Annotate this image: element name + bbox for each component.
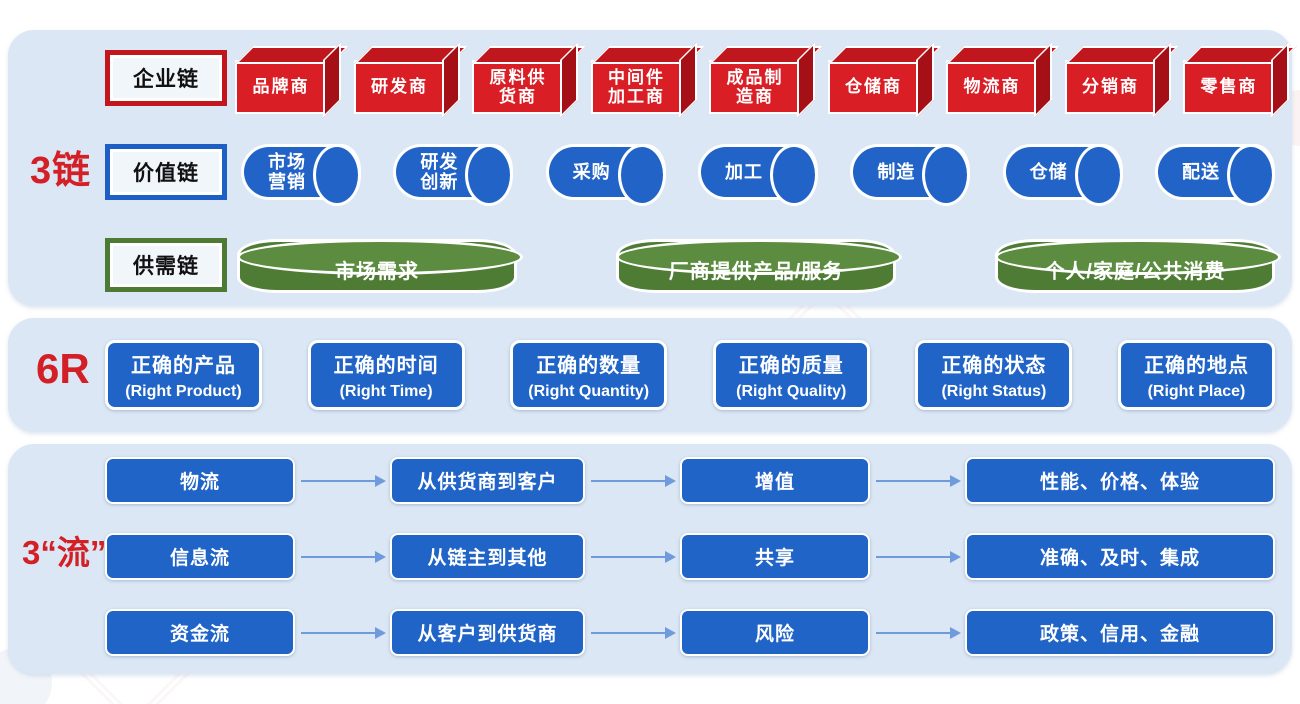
panel-three-flows: 3“流” 物流 从供货商到客户 增值 性能、价格、体验 信息流 从链主到其他 共…: [8, 444, 1292, 674]
six-r-card: 正确的状态 (Right Status): [915, 340, 1073, 410]
six-r-card: 正确的时间 (Right Time): [307, 340, 465, 410]
enterprise-box: 成品制造商: [709, 60, 801, 114]
flow-row-information: 信息流 从链主到其他 共享 准确、及时、集成: [105, 533, 1275, 580]
flow-arrow-icon: [585, 609, 680, 656]
section-label-3-chains: 3链: [30, 150, 92, 192]
value-cylinder: 制造: [850, 144, 971, 206]
flow-box: 性能、价格、体验: [965, 457, 1275, 504]
enterprise-box: 分销商: [1064, 60, 1157, 114]
enterprise-box: 物流商: [946, 60, 1038, 114]
flow-box: 政策、信用、金融: [965, 609, 1275, 656]
flow-arrow-icon: [295, 609, 390, 656]
flow-arrow-icon: [295, 533, 390, 580]
flow-arrow-icon: [870, 533, 965, 580]
enterprise-box: 零售商: [1183, 60, 1275, 114]
flow-arrow-icon: [585, 457, 680, 504]
flow-box: 信息流: [105, 533, 295, 580]
flow-box: 准确、及时、集成: [965, 533, 1275, 580]
enterprise-box: 中间件加工商: [590, 60, 683, 114]
six-r-card: 正确的数量 (Right Quantity): [510, 340, 668, 410]
flow-box: 风险: [680, 609, 870, 656]
value-cylinder: 研发创新: [393, 144, 514, 206]
value-cylinder: 配送: [1154, 144, 1275, 206]
value-cylinder: 市场营销: [241, 144, 361, 206]
flow-arrow-icon: [870, 457, 965, 504]
enterprise-box: 研发商: [353, 60, 446, 114]
enterprise-box: 原料供货商: [472, 60, 564, 114]
flow-box: 物流: [105, 457, 295, 504]
section-label-6r: 6R: [36, 345, 90, 392]
six-r-row: 正确的产品 (Right Product) 正确的时间 (Right Time)…: [105, 340, 1275, 410]
panel-six-r: 6R 正确的产品 (Right Product) 正确的时间 (Right Ti…: [8, 318, 1292, 432]
demand-disk: 厂商提供产品/服务: [616, 239, 902, 293]
flow-box: 从链主到其他: [390, 533, 585, 580]
flow-box: 从客户到供货商: [390, 609, 585, 656]
six-r-card: 正确的产品 (Right Product): [105, 340, 262, 410]
flow-box: 增值: [680, 457, 870, 504]
header-supply-demand-chain: 供需链: [105, 238, 227, 292]
flow-row-logistics: 物流 从供货商到客户 增值 性能、价格、体验: [105, 457, 1275, 504]
flow-arrow-icon: [295, 457, 390, 504]
header-value-chain: 价值链: [105, 144, 227, 200]
flow-arrow-icon: [585, 533, 680, 580]
flow-box: 从供货商到客户: [390, 457, 585, 504]
six-r-card: 正确的地点 (Right Place): [1117, 340, 1275, 410]
enterprise-box: 仓储商: [827, 60, 920, 114]
value-cylinder: 加工: [697, 144, 818, 206]
supply-demand-row: 市场需求 厂商提供产品/服务 个人/家庭/公共消费: [237, 239, 1281, 293]
enterprise-chain-row: 品牌商 研发商 原料供货商 中间件加工商 成品制造商 仓储商 物流商 分销商 零…: [235, 60, 1275, 114]
value-chain-row: 市场营销 研发创新 采购 加工 制造 仓储 配送: [241, 144, 1275, 206]
panel-three-chains: 3链 企业链 品牌商 研发商 原料供货商 中间件加工商 成品制造商 仓储商 物流…: [8, 30, 1292, 306]
flow-row-capital: 资金流 从客户到供货商 风险 政策、信用、金融: [105, 609, 1275, 656]
demand-disk: 个人/家庭/公共消费: [995, 239, 1281, 293]
demand-disk: 市场需求: [237, 239, 523, 293]
flow-arrow-icon: [870, 609, 965, 656]
header-enterprise-chain: 企业链: [105, 50, 227, 106]
flow-box: 资金流: [105, 609, 295, 656]
six-r-card: 正确的质量 (Right Quality): [712, 340, 870, 410]
value-cylinder: 仓储: [1002, 144, 1123, 206]
section-label-3-flows: 3“流”: [22, 534, 107, 571]
flow-box: 共享: [680, 533, 870, 580]
enterprise-box: 品牌商: [235, 60, 327, 114]
value-cylinder: 采购: [545, 144, 666, 206]
